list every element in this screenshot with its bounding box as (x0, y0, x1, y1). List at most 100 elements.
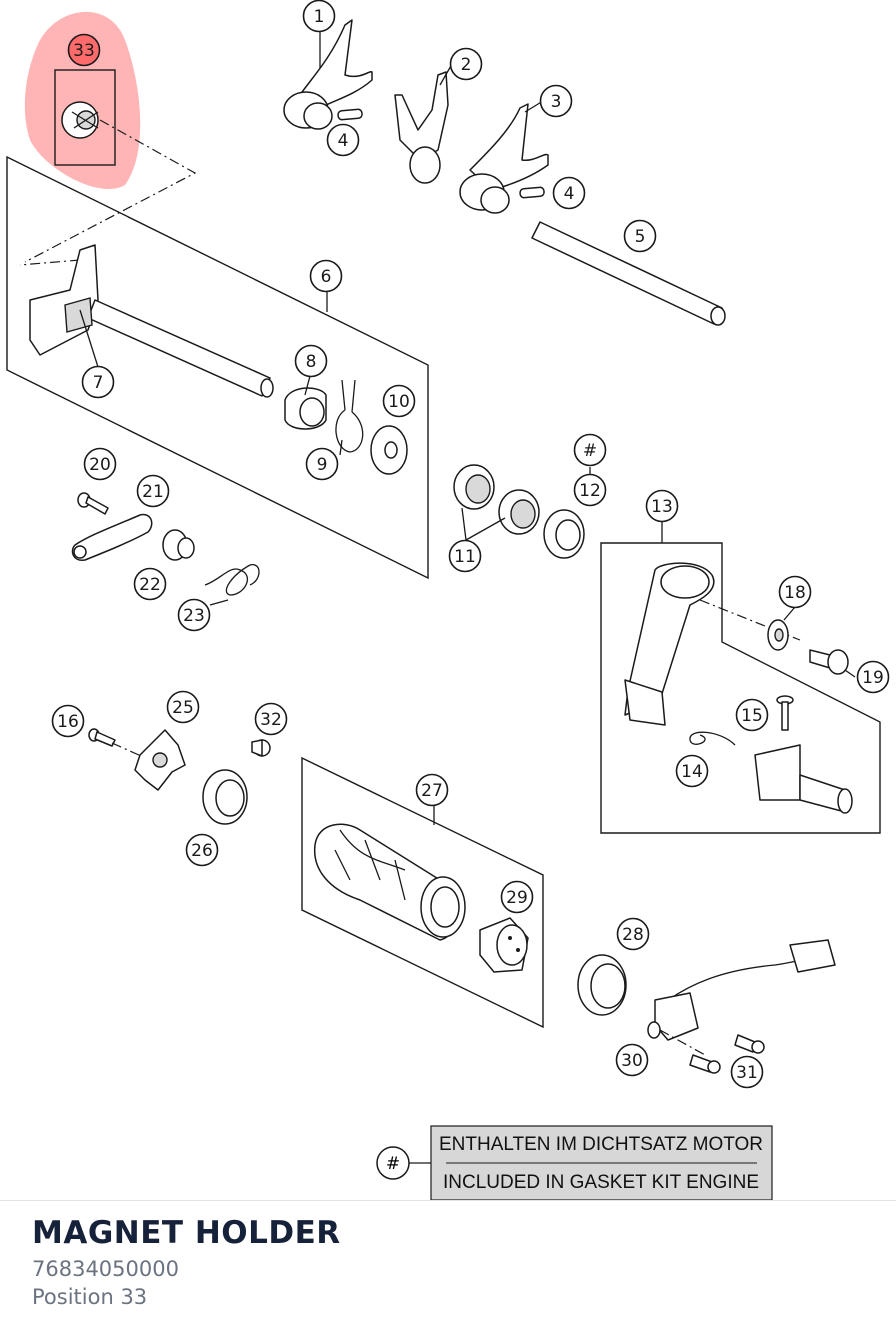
callout-10[interactable]: 10 (382, 384, 416, 418)
callout-text: 1 (314, 7, 325, 27)
screw-20[interactable] (77, 492, 109, 515)
seal-ring-26[interactable] (202, 769, 248, 825)
screw-30[interactable] (689, 1054, 721, 1074)
leader-33 (19, 259, 81, 266)
bushing-22[interactable] (162, 529, 195, 561)
callout-3[interactable]: 3 (539, 84, 573, 118)
callout-27[interactable]: 27 (415, 773, 449, 807)
callout-text: 9 (317, 455, 328, 475)
clip-14[interactable] (689, 731, 736, 746)
callout-labels: 123445678910#121113181915142021222316253… (51, 0, 890, 1089)
washer-18[interactable] (767, 619, 789, 651)
shift-drum-locating-25[interactable] (134, 729, 186, 791)
callout-text: 25 (172, 698, 194, 718)
callout-2[interactable]: 2 (449, 47, 483, 81)
callout-30[interactable]: 30 (615, 1043, 649, 1077)
callout-12[interactable]: 12 (573, 473, 607, 507)
callout-28[interactable]: 28 (616, 917, 650, 951)
callout-4[interactable]: 4 (326, 123, 360, 157)
cam-29[interactable] (479, 917, 529, 973)
callout-19[interactable]: 19 (856, 660, 890, 694)
callout-text: 7 (93, 373, 104, 393)
shift-fork-1[interactable] (283, 19, 373, 130)
callout-20[interactable]: 20 (83, 447, 117, 481)
screw-16[interactable] (88, 728, 116, 747)
shift-lever-13[interactable] (624, 562, 715, 726)
callout-9[interactable]: 9 (305, 447, 339, 481)
callout-29[interactable]: 29 (500, 880, 534, 914)
legend-symbol: # (386, 1154, 400, 1174)
callout-text: 4 (564, 184, 575, 204)
guide-pin-4b[interactable] (519, 186, 545, 199)
seal-ring-28[interactable] (577, 954, 627, 1016)
callout-text: 27 (421, 781, 443, 801)
screw-19[interactable] (809, 649, 849, 675)
callout-text: 4 (338, 131, 349, 151)
callout-hash[interactable]: # (573, 433, 607, 467)
callout-text: 2 (461, 55, 472, 75)
callout-13[interactable]: 13 (645, 489, 679, 523)
shift-fork-2[interactable] (394, 71, 449, 184)
axis-30 (659, 1029, 706, 1056)
callout-text: 23 (183, 606, 205, 626)
lever-21[interactable] (71, 513, 153, 561)
pin-15[interactable] (776, 695, 794, 731)
washer-10[interactable] (370, 425, 408, 475)
callout-22[interactable]: 22 (133, 567, 167, 601)
callout-text: 8 (306, 352, 317, 372)
callout-5[interactable]: 5 (623, 219, 657, 253)
shift-drum-group-box (301, 756, 544, 1029)
callout-text: 12 (579, 481, 601, 501)
shift-shaft-6[interactable] (29, 244, 274, 398)
callout-text: 26 (191, 841, 213, 861)
callout-text: # (583, 441, 597, 461)
spring-23[interactable] (204, 564, 260, 606)
shift-rail-5[interactable] (531, 221, 726, 326)
callout-21[interactable]: 21 (136, 474, 170, 508)
gear-sensor-30[interactable] (647, 939, 836, 1041)
callout-text: 6 (321, 267, 332, 287)
callout-text: 21 (142, 482, 164, 502)
shift-drum-27[interactable] (313, 823, 466, 941)
callout-18[interactable]: 18 (778, 575, 812, 609)
screw-31[interactable] (734, 1034, 765, 1054)
screw-32[interactable] (251, 739, 271, 757)
callout-text: 32 (260, 710, 282, 730)
needle-bearing-11[interactable] (453, 464, 540, 535)
callout-33[interactable]: 33 (67, 33, 101, 67)
circlip-9[interactable] (335, 379, 364, 453)
guide-pin-4a[interactable] (337, 108, 363, 121)
callout-text: 33 (73, 41, 95, 61)
callout-11[interactable]: 11 (448, 539, 482, 573)
callout-6[interactable]: 6 (309, 259, 343, 293)
callout-text: 30 (621, 1051, 643, 1071)
part-name: MAGNET HOLDER (32, 1215, 341, 1251)
callout-text: 29 (506, 888, 528, 908)
callout-23[interactable]: 23 (177, 598, 211, 632)
highlight-33 (24, 11, 141, 189)
magnet-holder-part[interactable] (24, 69, 197, 263)
callout-text: 18 (784, 583, 806, 603)
shift-pedal-tip[interactable] (754, 744, 853, 814)
callout-text: 20 (89, 455, 111, 475)
callout-4[interactable]: 4 (552, 176, 586, 210)
callout-15[interactable]: 15 (735, 698, 769, 732)
callout-25[interactable]: 25 (166, 690, 200, 724)
callout-32[interactable]: 32 (254, 702, 288, 736)
exploded-parts-diagram: 123445678910#121113181915142021222316253… (6, 0, 890, 1200)
callout-7[interactable]: 7 (81, 365, 115, 399)
callout-31[interactable]: 31 (730, 1055, 764, 1089)
callout-26[interactable]: 26 (185, 833, 219, 867)
spacer-8[interactable] (284, 387, 327, 430)
callout-text: 28 (622, 925, 644, 945)
shift-fork-3[interactable] (459, 103, 549, 214)
callout-1[interactable]: 1 (302, 0, 336, 33)
seal-ring-12[interactable] (543, 509, 585, 559)
callout-14[interactable]: 14 (675, 754, 709, 788)
legend-line-1: ENTHALTEN IM DICHTSATZ MOTOR (439, 1134, 763, 1155)
callout-16[interactable]: 16 (51, 704, 85, 738)
callout-8[interactable]: 8 (294, 344, 328, 378)
callout-text: 22 (139, 575, 161, 595)
legend-line-2: INCLUDED IN GASKET KIT ENGINE (443, 1172, 759, 1193)
callout-text: 16 (57, 712, 79, 732)
